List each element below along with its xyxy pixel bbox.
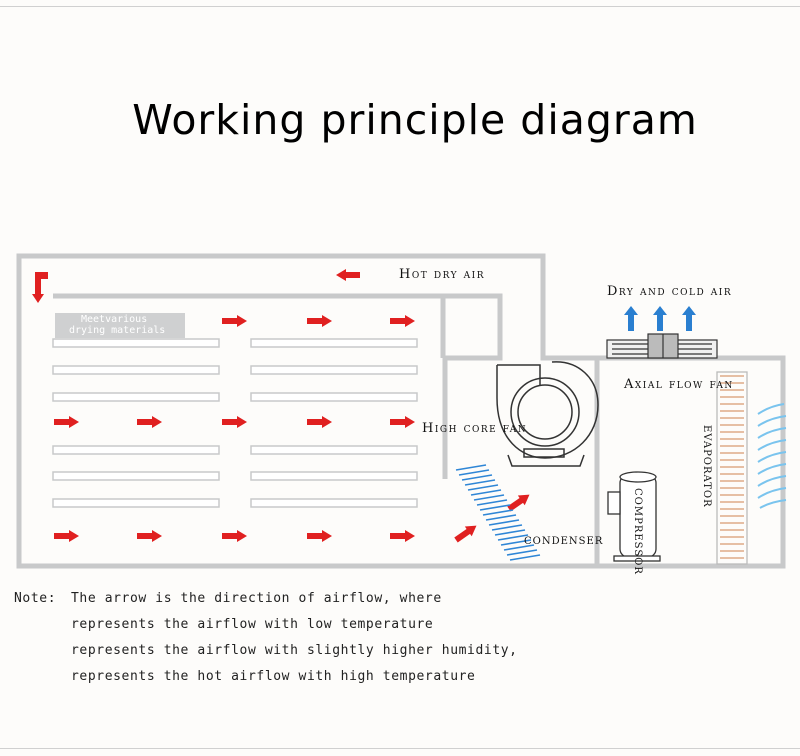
evaporator [716,371,748,565]
evaporator-label: EVAPORATOR [701,425,712,508]
note-line-2: represents the airflow with low temperat… [71,617,434,632]
dry-cold-air-label: Dry and cold air [607,284,733,299]
drying-materials-label: Meetvarious drying materials [55,313,185,338]
materials-line-2: drying materials [69,325,166,336]
cold-airflow-arrows [624,306,696,331]
humid-airflow-arrows [757,403,787,509]
compressor-label: COMPRESSOR [632,488,643,575]
corner-down-arrow [32,272,48,303]
compressor [607,471,661,562]
note-line-1: The arrow is the direction of airflow, w… [71,591,442,606]
bottom-border [0,748,800,749]
top-border [0,6,800,7]
building-walls [16,253,786,569]
high-core-fan [496,361,599,467]
note-line-4: represents the hot airflow with high tem… [71,669,476,684]
axial-flow-fan-label: Axial flow fan [624,377,734,392]
hot-dry-air-label: Hot dry air [399,267,485,282]
page-title: Working principle diagram [132,96,698,144]
drying-shelves [52,338,418,508]
axial-flow-fan [606,333,718,359]
hot-airflow-arrows [32,269,530,543]
condenser-label: CONDENSER [524,536,604,547]
high-core-fan-label: High core fan [422,421,528,436]
note-line-3: represents the airflow with slightly hig… [71,643,518,658]
note-prefix: Note: [14,591,57,606]
materials-line-1: Meetvarious [81,314,148,325]
condenser [455,464,541,561]
